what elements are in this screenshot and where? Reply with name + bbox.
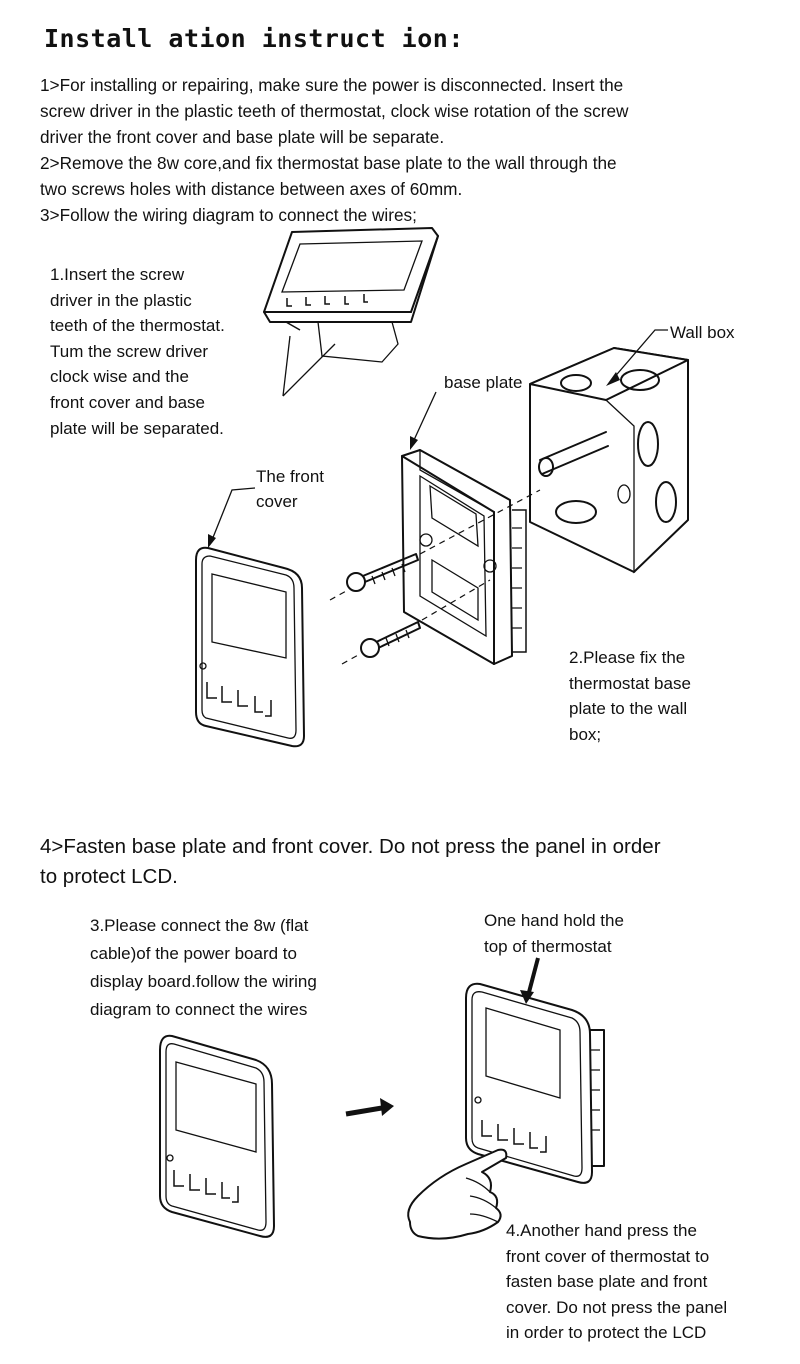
- base-plate-illustration: [401, 448, 527, 666]
- note-line: Tum the screw driver: [50, 341, 209, 361]
- note-line: teeth of the thermostat.: [50, 316, 225, 336]
- right-arrow-icon: [345, 1098, 394, 1117]
- label-wall-box: Wall box: [670, 323, 735, 342]
- note-line: 4.Another hand press the: [506, 1221, 697, 1240]
- note-line: cable)of the power board to: [90, 944, 297, 963]
- note-line: One hand hold the: [484, 911, 624, 930]
- label-line: The front: [256, 467, 325, 486]
- note-line: front cover of thermostat to: [506, 1246, 710, 1266]
- step-1-line-1: 1>For installing or repairing, make sure…: [40, 75, 624, 95]
- step-1-line-3: driver the front cover and base plate wi…: [40, 127, 445, 147]
- note-line: fasten base plate and front: [506, 1272, 708, 1292]
- note-line: display board.follow the wiring: [90, 972, 317, 991]
- step-1-line-2: screw driver in the plastic teeth of the…: [40, 101, 629, 121]
- step-2-line-2: two screws holes with distance between a…: [40, 179, 463, 199]
- step-2-line-1: 2>Remove the 8w core,and fix thermostat …: [40, 153, 617, 173]
- thermostat-left-illustration: [159, 1034, 275, 1238]
- note-line: cover. Do not press the panel: [506, 1297, 728, 1317]
- note-line: 3.Please connect the 8w (flat: [90, 916, 309, 935]
- note-fix-base-plate: 2.Please fix the thermostat base plate t…: [569, 645, 691, 747]
- hand-illustration: [407, 1148, 508, 1240]
- note-line: 1.Insert the screw: [50, 265, 185, 284]
- note-line: front cover and base: [50, 392, 205, 412]
- note-line: clock wise and the: [50, 367, 189, 387]
- label-front-cover: The front cover: [256, 464, 324, 514]
- note-connect-cable: 3.Please connect the 8w (flat cable)of t…: [90, 912, 317, 1024]
- page-title: Install ation instruct ion:: [44, 24, 464, 53]
- step-4-line-2: to protect LCD.: [40, 865, 178, 888]
- note-line: top of thermostat: [484, 936, 612, 956]
- label-base-plate: base plate: [444, 373, 523, 392]
- note-line: plate to the wall: [569, 699, 688, 719]
- label-line: cover: [256, 492, 298, 511]
- thermostat-top-illustration: [263, 227, 439, 363]
- note-line: thermostat base: [569, 673, 691, 693]
- step-3-line-1: 3>Follow the wiring diagram to connect t…: [40, 205, 417, 225]
- note-press-front-cover: 4.Another hand press the front cover of …: [506, 1218, 727, 1346]
- wall-box-illustration: [529, 347, 689, 574]
- front-cover-illustration: [195, 546, 305, 748]
- note-line: diagram to connect the wires: [90, 1000, 308, 1019]
- note-line: box;: [569, 724, 602, 744]
- note-line: driver in the plastic: [50, 290, 192, 310]
- thermostat-assembled-illustration: [465, 982, 605, 1184]
- screws-illustration: [346, 553, 421, 658]
- label-hold-top: One hand hold the top of thermostat: [484, 908, 624, 959]
- note-insert-screwdriver: 1.Insert the screw driver in the plastic…: [50, 262, 225, 441]
- note-line: in order to protect the LCD: [506, 1323, 707, 1343]
- step-4-line-1: 4>Fasten base plate and front cover. Do …: [40, 835, 661, 858]
- note-line: plate will be separated.: [50, 418, 224, 438]
- note-line: 2.Please fix the: [569, 648, 686, 667]
